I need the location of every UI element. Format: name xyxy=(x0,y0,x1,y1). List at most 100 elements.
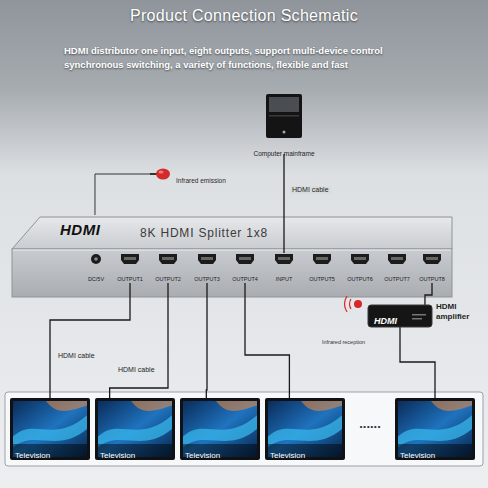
hdmi-icon xyxy=(191,253,223,265)
infrared-wave xyxy=(345,296,348,312)
hdmi-port-pins xyxy=(278,257,290,260)
device-label: Television xyxy=(15,451,50,460)
text-slot: Television xyxy=(100,444,170,462)
port-label: OUTPUT6 xyxy=(347,276,373,282)
hdmi-port-symbol xyxy=(351,254,369,264)
hdmi-port-pins xyxy=(391,257,403,260)
port-label: OUTPUT2 xyxy=(155,276,181,282)
text-slot: OUTPUT8 xyxy=(416,267,448,285)
hdmi-port-symbol xyxy=(313,254,331,264)
television-screen xyxy=(183,401,257,457)
screen-art xyxy=(398,415,472,447)
text-slot: INPUT xyxy=(268,267,300,285)
hdmi-port-symbol xyxy=(275,254,293,264)
emitter-shine xyxy=(159,171,164,174)
text-slot: Product Connection Schematic xyxy=(0,7,488,25)
hdmi-port-pins xyxy=(426,257,438,260)
screen-art xyxy=(301,401,342,411)
port-node: OUTPUT4 xyxy=(229,253,261,283)
device-label: Television xyxy=(185,451,220,460)
screen-art xyxy=(268,415,342,447)
television-screen xyxy=(98,401,172,457)
text-slot: Computer mainframe xyxy=(244,142,324,160)
television-screen xyxy=(268,401,342,457)
hdmi-icon xyxy=(381,253,413,265)
hdmi-port-symbol xyxy=(423,254,441,264)
emitter-head xyxy=(156,169,170,180)
hdmi-port-symbol xyxy=(236,254,254,264)
brand-logo: HDMI xyxy=(60,221,100,238)
hdmi-port-pins xyxy=(124,257,136,260)
screen-art xyxy=(46,401,87,411)
hdmi-port-pins xyxy=(162,257,174,260)
port-node: INPUT xyxy=(268,253,300,283)
amplifier-detail xyxy=(412,314,426,316)
device-label: Television xyxy=(400,451,435,460)
text-slot: HDMI cable xyxy=(56,344,106,362)
hdmi-port-symbol xyxy=(121,254,139,264)
splitter-top-face xyxy=(12,217,452,249)
splitter-node: HDMI8K HDMI Splitter 1x8DC/5VOUTPUT1OUTP… xyxy=(12,215,452,297)
brand-logo: HDMI xyxy=(374,316,397,326)
device-label: Infrared emission xyxy=(176,177,226,184)
tv-icon xyxy=(10,398,90,460)
hdmi-icon xyxy=(344,253,376,265)
text-slot: OUTPUT1 xyxy=(114,267,146,285)
television-node: Television xyxy=(395,398,475,460)
port-node: OUTPUT3 xyxy=(191,253,223,283)
hdmi-port-pins xyxy=(316,257,328,260)
text-slot: OUTPUT7 xyxy=(381,267,413,285)
screen-art xyxy=(13,415,87,447)
text-slot: OUTPUT4 xyxy=(229,267,261,285)
computer-slot xyxy=(269,115,299,117)
tv-icon xyxy=(95,398,175,460)
device-label: Television xyxy=(270,451,305,460)
device-label: Computer mainframe xyxy=(253,150,314,157)
text-slot: HDMI cable xyxy=(116,358,166,376)
port-label: OUTPUT8 xyxy=(419,276,445,282)
hdmi-icon xyxy=(152,253,184,265)
device-label: HDMI amplifier xyxy=(436,302,482,321)
television-frame xyxy=(180,398,260,460)
tv-icon xyxy=(265,398,345,460)
tv-icon xyxy=(395,398,475,460)
cable-label: HDMI cable xyxy=(116,366,157,374)
dc-icon xyxy=(80,253,112,265)
hdmi-port-pins xyxy=(201,257,213,260)
text-slot: DC/5V xyxy=(80,267,112,285)
power-light xyxy=(283,131,286,134)
cable-label: HDMI cable xyxy=(56,352,97,360)
hdmi-cable xyxy=(206,283,208,398)
text-slot: Infrared emission xyxy=(176,169,244,187)
amplifier-detail xyxy=(412,318,422,320)
port-node: OUTPUT1 xyxy=(114,253,146,283)
hdmi-icon xyxy=(229,253,261,265)
text-slot: HDMI xyxy=(60,221,120,239)
port-label: INPUT xyxy=(276,276,293,282)
splitter-front-face xyxy=(12,249,452,297)
hdmi-port-symbol xyxy=(159,254,177,264)
infrared-wire xyxy=(95,174,150,215)
hdmi-icon xyxy=(268,253,300,265)
text-slot: ...... xyxy=(352,414,388,432)
screen-art xyxy=(131,401,172,411)
dc-jack-pin xyxy=(94,257,98,261)
computer-panel xyxy=(269,97,299,112)
infrared-receiver-icon xyxy=(354,300,362,308)
television-strip xyxy=(5,392,483,466)
amplifier-node: HDMIHDMI amplifier xyxy=(368,305,432,327)
port-label: OUTPUT4 xyxy=(232,276,258,282)
emitter-cord xyxy=(150,173,157,175)
hdmi-icon xyxy=(306,253,338,265)
port-label: OUTPUT7 xyxy=(384,276,410,282)
television-frame xyxy=(10,398,90,460)
text-slot: Television xyxy=(400,444,470,462)
hdmi-icon xyxy=(114,253,146,265)
screen-art xyxy=(98,415,172,447)
hdmi-port-symbol xyxy=(198,254,216,264)
dc-jack-symbol xyxy=(91,254,101,264)
title: Product Connection Schematic xyxy=(130,7,358,25)
text-slot: Infrared reception xyxy=(322,330,392,348)
text-slot: Television xyxy=(185,444,255,462)
